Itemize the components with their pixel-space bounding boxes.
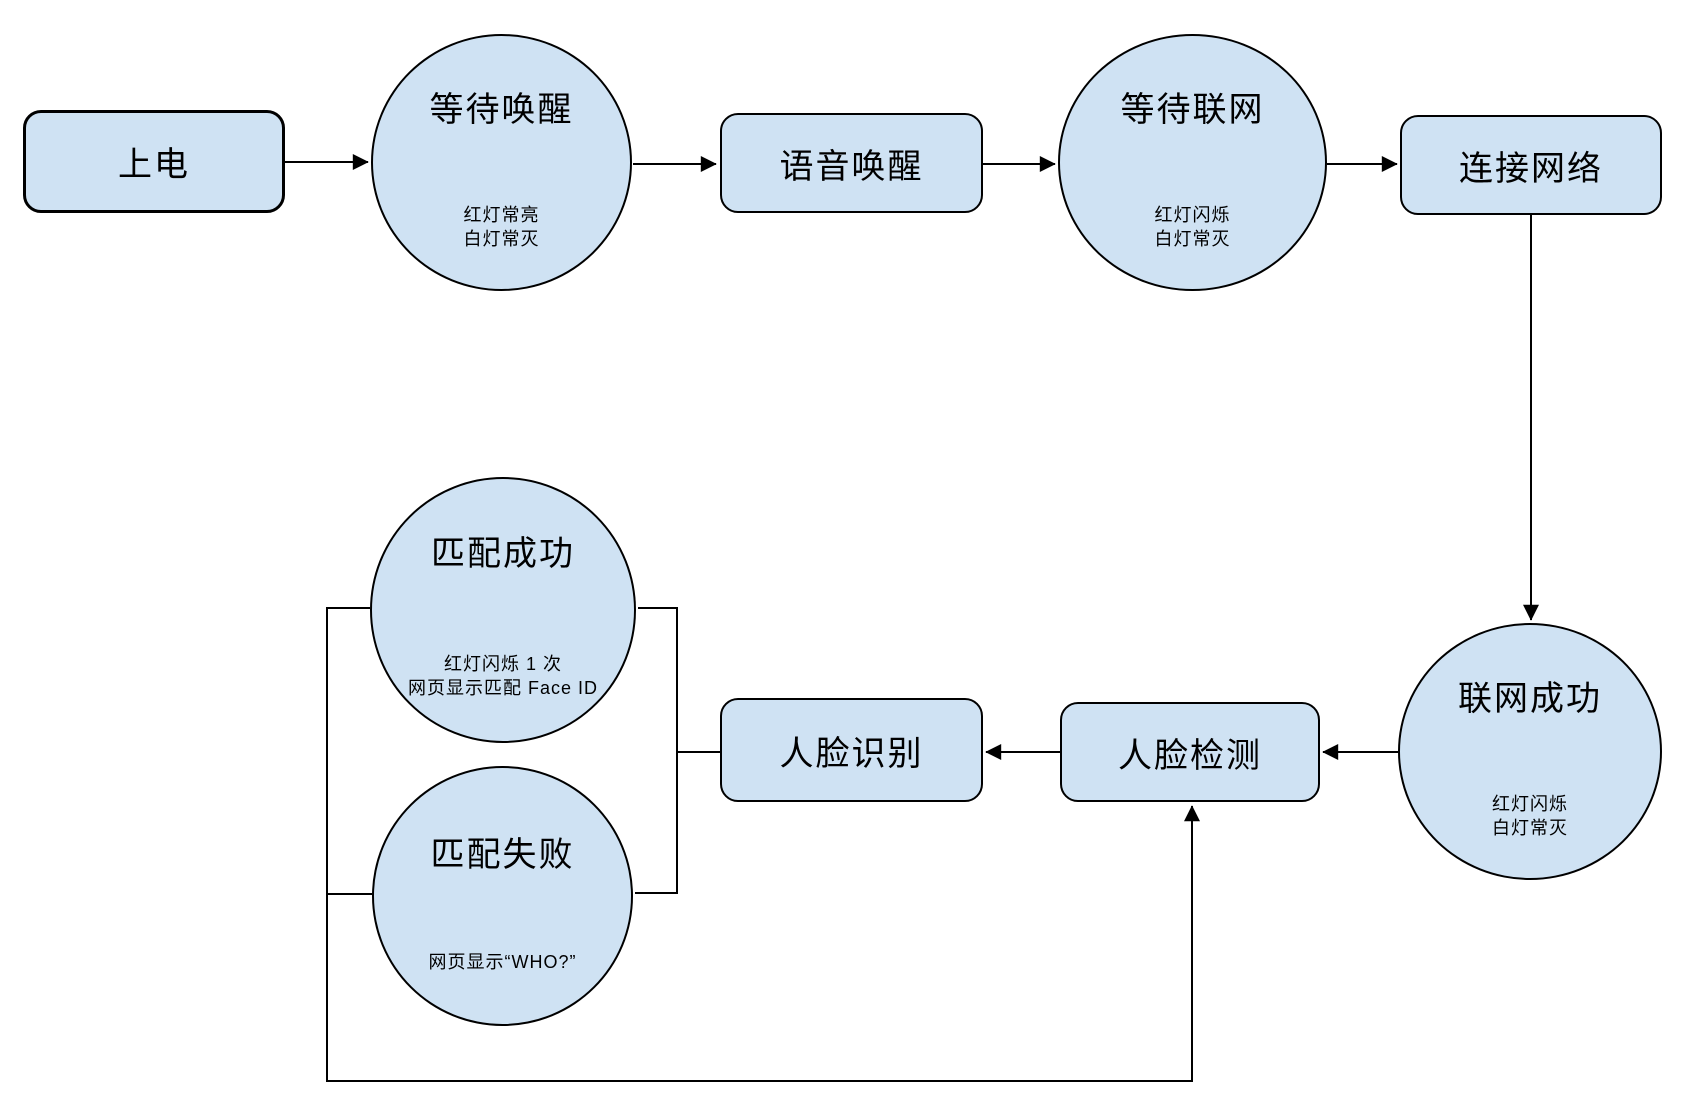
- match-success-note: 红灯闪烁 1 次 网页显示匹配 Face ID: [372, 652, 634, 700]
- power-on-label: 上电: [118, 146, 190, 184]
- match-success-note-line2: 网页显示匹配 Face ID: [407, 677, 599, 698]
- network-success-note-line2: 白灯常灭: [1492, 817, 1568, 838]
- flow-node-wait-wake: 等待唤醒 红灯常亮 白灯常灭: [371, 34, 632, 291]
- flow-node-voice-wake: 语音唤醒: [720, 113, 983, 213]
- face-detect-label: 人脸检测: [1118, 736, 1262, 775]
- flow-node-wait-network: 等待联网 红灯闪烁 白灯常灭: [1058, 34, 1327, 291]
- wait-wake-note-line1: 红灯常亮: [463, 204, 540, 225]
- wait-network-note-line1: 红灯闪烁: [1154, 204, 1231, 225]
- face-recognize-label: 人脸识别: [779, 734, 924, 773]
- wait-wake-title: 等待唤醒: [429, 90, 574, 129]
- wait-wake-note-line2: 白灯常灭: [463, 228, 540, 249]
- match-success-title: 匹配成功: [431, 535, 575, 574]
- connector-recognize-branch-bracket: [635, 607, 678, 894]
- network-success-note: 红灯闪烁 白灯常灭: [1400, 792, 1660, 840]
- network-success-title: 联网成功: [1458, 679, 1602, 718]
- network-success-note-line1: 红灯闪烁: [1492, 793, 1568, 814]
- match-fail-note-line1: 网页显示“WHO?”: [428, 951, 577, 972]
- match-fail-note: 网页显示“WHO?”: [374, 950, 631, 974]
- flow-node-connect-network: 连接网络: [1400, 115, 1662, 215]
- flow-node-match-fail: 匹配失败 网页显示“WHO?”: [372, 766, 633, 1026]
- wait-network-note-line2: 白灯常灭: [1154, 228, 1231, 249]
- flow-node-match-success: 匹配成功 红灯闪烁 1 次 网页显示匹配 Face ID: [370, 477, 636, 743]
- wait-wake-note: 红灯常亮 白灯常灭: [373, 203, 630, 251]
- flow-node-network-success: 联网成功 红灯闪烁 白灯常灭: [1398, 623, 1662, 880]
- flow-node-power-on: 上电: [23, 110, 285, 213]
- wait-network-title: 等待联网: [1120, 90, 1265, 129]
- flow-node-face-recognize: 人脸识别: [720, 698, 983, 802]
- wait-network-note: 红灯闪烁 白灯常灭: [1060, 203, 1325, 251]
- voice-wake-label: 语音唤醒: [779, 147, 924, 186]
- flow-node-face-detect: 人脸检测: [1060, 702, 1320, 802]
- connect-network-label: 连接网络: [1459, 149, 1603, 188]
- connector-match-loop-to-detect: [326, 607, 1200, 1082]
- match-fail-title: 匹配失败: [430, 835, 575, 874]
- match-success-note-line1: 红灯闪烁 1 次: [443, 653, 562, 674]
